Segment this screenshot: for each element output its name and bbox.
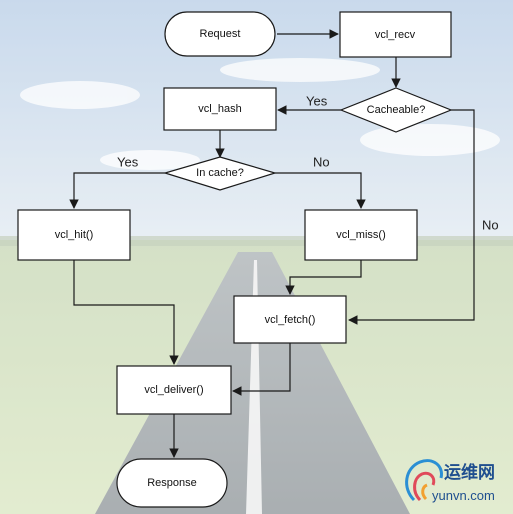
node-vcl-hit: [17, 209, 131, 261]
in-cache-label: In cache?: [196, 167, 244, 179]
node-vcl-hash: [163, 87, 277, 131]
request-label: Request: [200, 28, 241, 40]
node-vcl-recv: [339, 11, 452, 58]
vcl-fetch-label: vcl_fetch(): [265, 314, 316, 326]
node-request: [164, 11, 276, 57]
connectors: [69, 29, 475, 458]
edge-vcl-hit-to-vcl-deliver: [73, 260, 179, 365]
edge-vcl-fetch-to-vcl-deliver: [232, 343, 291, 396]
watermark-text-en: yunvn.com: [432, 488, 495, 503]
in-cache-yes-label: Yes: [117, 155, 139, 170]
in-cache-no-label: No: [313, 155, 330, 170]
response-label: Response: [147, 477, 197, 489]
cacheable-label: Cacheable?: [367, 104, 426, 116]
cacheable-yes-label: Yes: [306, 94, 328, 109]
watermark-text-cn: 运维网: [444, 462, 495, 483]
cacheable-no-label: No: [482, 218, 499, 233]
edge-vcl-miss-to-vcl-fetch: [285, 260, 362, 295]
vcl-miss-label: vcl_miss(): [336, 229, 386, 241]
node-in-cache: [162, 156, 278, 191]
vcl-deliver-label: vcl_deliver(): [144, 384, 203, 396]
watermark: 运维网 yunvn.com: [405, 459, 495, 503]
vcl-hash-label: vcl_hash: [198, 103, 241, 115]
edge-in-cache-yes-to-vcl-hit: [69, 172, 165, 209]
vcl-hit-label: vcl_hit(): [55, 229, 94, 241]
node-vcl-fetch: [233, 295, 347, 344]
node-cacheable: [339, 87, 453, 133]
edge-in-cache-no-to-vcl-miss: [275, 172, 366, 209]
nodes: [17, 11, 453, 508]
vcl-recv-label: vcl_recv: [375, 29, 416, 41]
node-response: [116, 458, 228, 508]
watermark-logo-icon: [405, 459, 443, 502]
node-vcl-deliver: [116, 365, 232, 415]
edge-labels: Yes No Yes No: [117, 94, 499, 233]
edge-cacheable-no-to-vcl-fetch: [348, 109, 475, 325]
node-vcl-miss: [304, 209, 418, 261]
node-labels: Request vcl_recv Cacheable? vcl_hash In …: [55, 28, 426, 489]
